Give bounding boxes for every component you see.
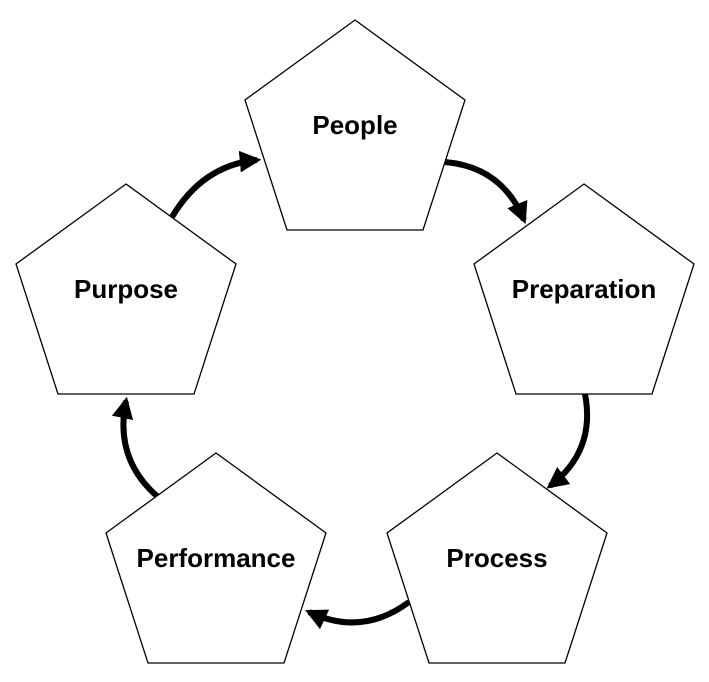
pentagon-people: People	[244, 19, 466, 231]
pentagon-purpose-label: Purpose	[74, 274, 178, 304]
pentagon-process-shape	[386, 452, 608, 664]
pentagon-performance-shape	[105, 452, 327, 664]
pentagon-performance-label: Performance	[137, 543, 296, 573]
pentagon-people-shape	[244, 19, 466, 231]
pentagon-performance: Performance	[105, 452, 327, 664]
pentagon-purpose-shape	[15, 183, 237, 395]
pentagon-people-label: People	[312, 110, 397, 140]
pentagon-preparation-shape	[473, 183, 695, 395]
pentagon-preparation-label: Preparation	[512, 274, 657, 304]
arrow-people-to-preparation	[444, 159, 528, 224]
pentagon-preparation: Preparation	[473, 183, 695, 395]
pentagon-process-label: Process	[446, 543, 547, 573]
arrow-performance-to-purpose	[111, 396, 160, 500]
pentagon-purpose: Purpose	[15, 183, 237, 395]
arrow-process-to-performance	[305, 599, 411, 630]
pentagon-process: Process	[386, 452, 608, 664]
arrow-preparation-to-process	[546, 393, 591, 489]
arrow-purpose-to-people	[169, 150, 262, 219]
